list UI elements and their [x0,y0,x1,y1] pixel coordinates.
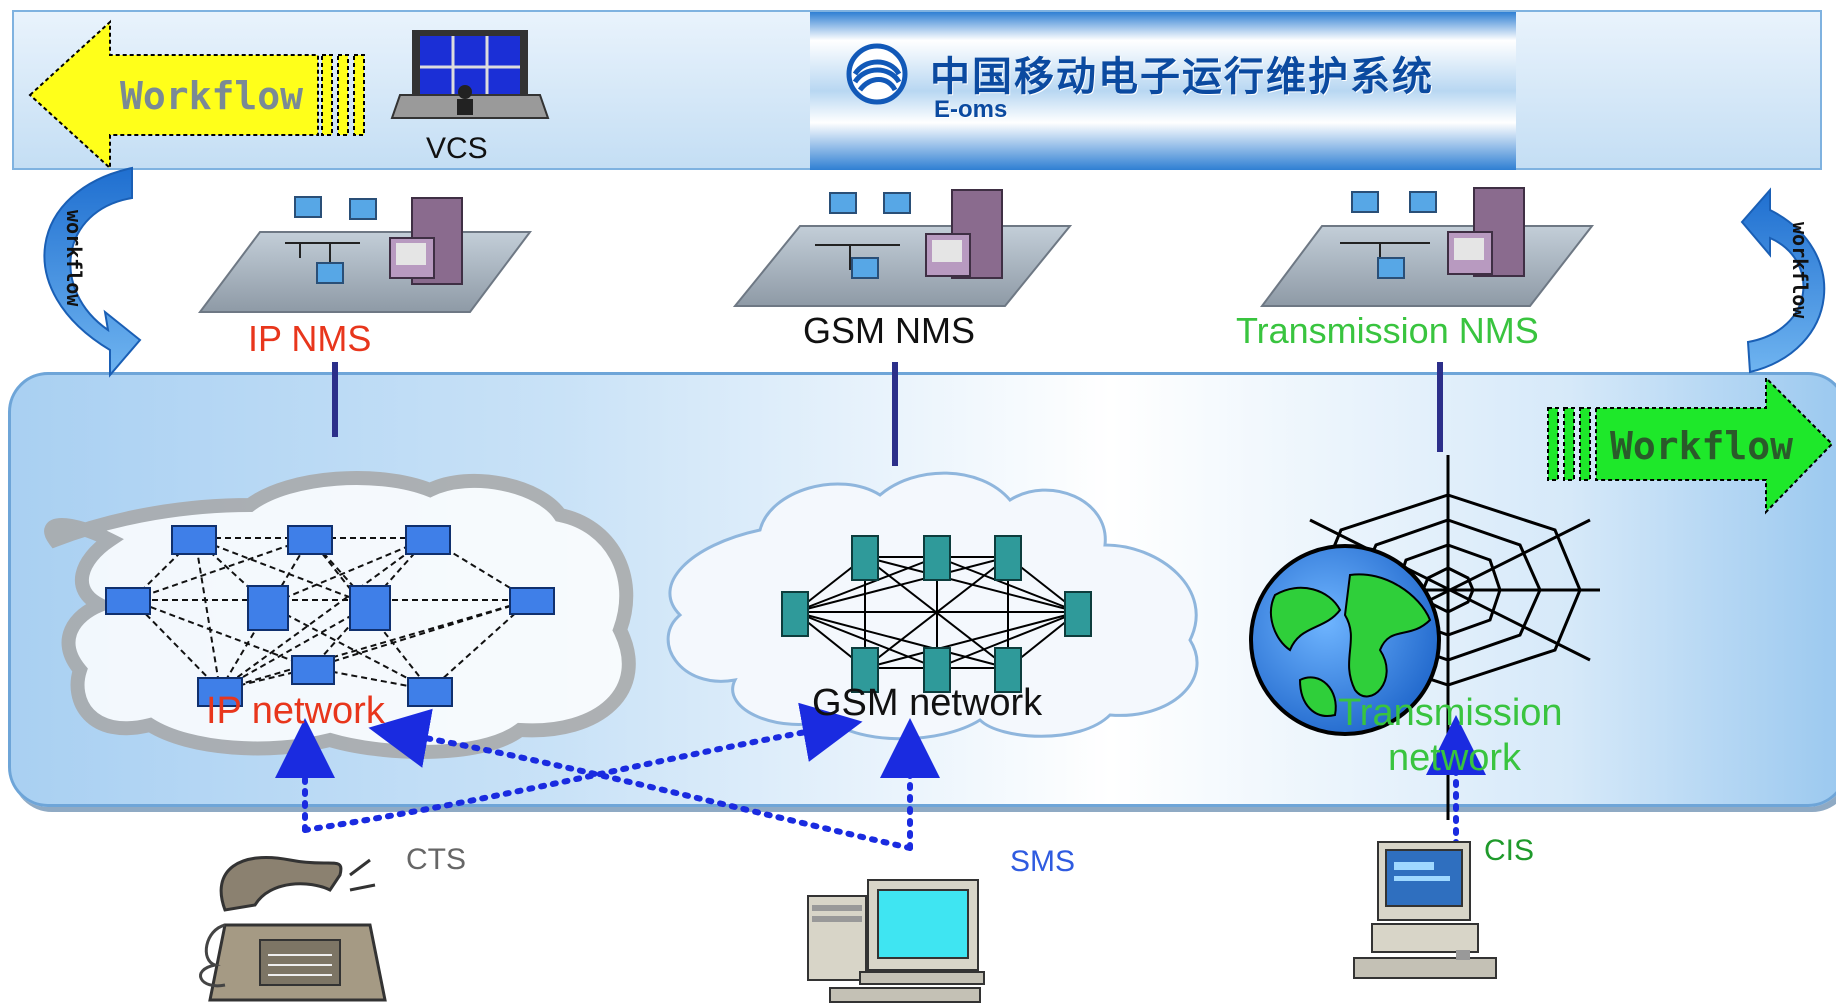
workflow-right-label: Workflow [1610,424,1794,468]
vcs-label: VCS [426,132,488,165]
gsm-server-node [851,535,879,581]
workflow-curve-left [43,166,142,378]
gsm-nms-platform-icon [732,189,1073,307]
gsm-server-node [994,647,1022,693]
gsm-server-node [781,591,809,637]
banner-title: 中国移动电子运行维护系统 [930,55,1434,99]
ip-router-node [171,525,217,555]
transmission-nms-platform-icon [1260,187,1595,307]
ip-router-node [105,587,151,615]
cis-label: CIS [1484,834,1535,867]
ip-router-node [287,525,333,555]
ip-network-label: IP network [206,690,385,732]
banner-subtitle: E-oms [934,96,1008,123]
ip-router-node [349,585,391,631]
gsm-nms-label: GSM NMS [803,310,976,351]
eoms-banner [810,12,1516,170]
ip-router-node [197,677,243,707]
vcs-console-icon [390,30,550,119]
workflow-arrow-left [28,19,365,171]
dotted-links [275,702,1486,851]
ip-nms-platform-icon [198,196,532,313]
ip-router-node [407,677,453,707]
workflow-curve-right [1740,187,1826,374]
transmission-network-label-line2: network [1388,737,1522,779]
workflow-left-curve-label: workflow [62,210,86,307]
gsm-server-node [923,647,951,693]
gsm-server-node [994,535,1022,581]
gsm-network-servers [781,535,1092,693]
cts-label: CTS [406,843,466,876]
sms-label: SMS [1010,845,1076,878]
ip-router-node [509,587,555,615]
gsm-server-node [851,647,879,693]
ip-router-node [405,525,451,555]
workflow-left-label: Workflow [120,74,304,118]
ip-router-node [247,585,289,631]
workflow-arrow-right [1547,375,1834,515]
gsm-network-label: GSM network [812,682,1043,724]
desktop-computer-icon [807,879,985,1003]
gsm-server-node [1064,591,1092,637]
gsm-server-node [923,535,951,581]
globe-icon [1249,544,1441,736]
telephone-icon [199,855,387,1002]
gsm-network-cloud [666,471,1199,741]
ip-router-node [291,655,335,685]
ip-nms-label: IP NMS [248,318,372,359]
workstation-icon [1353,841,1497,979]
workflow-right-curve-label: workflow [1788,222,1812,319]
transmission-network-label-line1: Transmission [1338,692,1563,734]
ip-network-nodes [105,525,555,707]
transmission-nms-label: Transmission NMS [1236,310,1539,351]
china-mobile-logo-icon [846,43,908,105]
